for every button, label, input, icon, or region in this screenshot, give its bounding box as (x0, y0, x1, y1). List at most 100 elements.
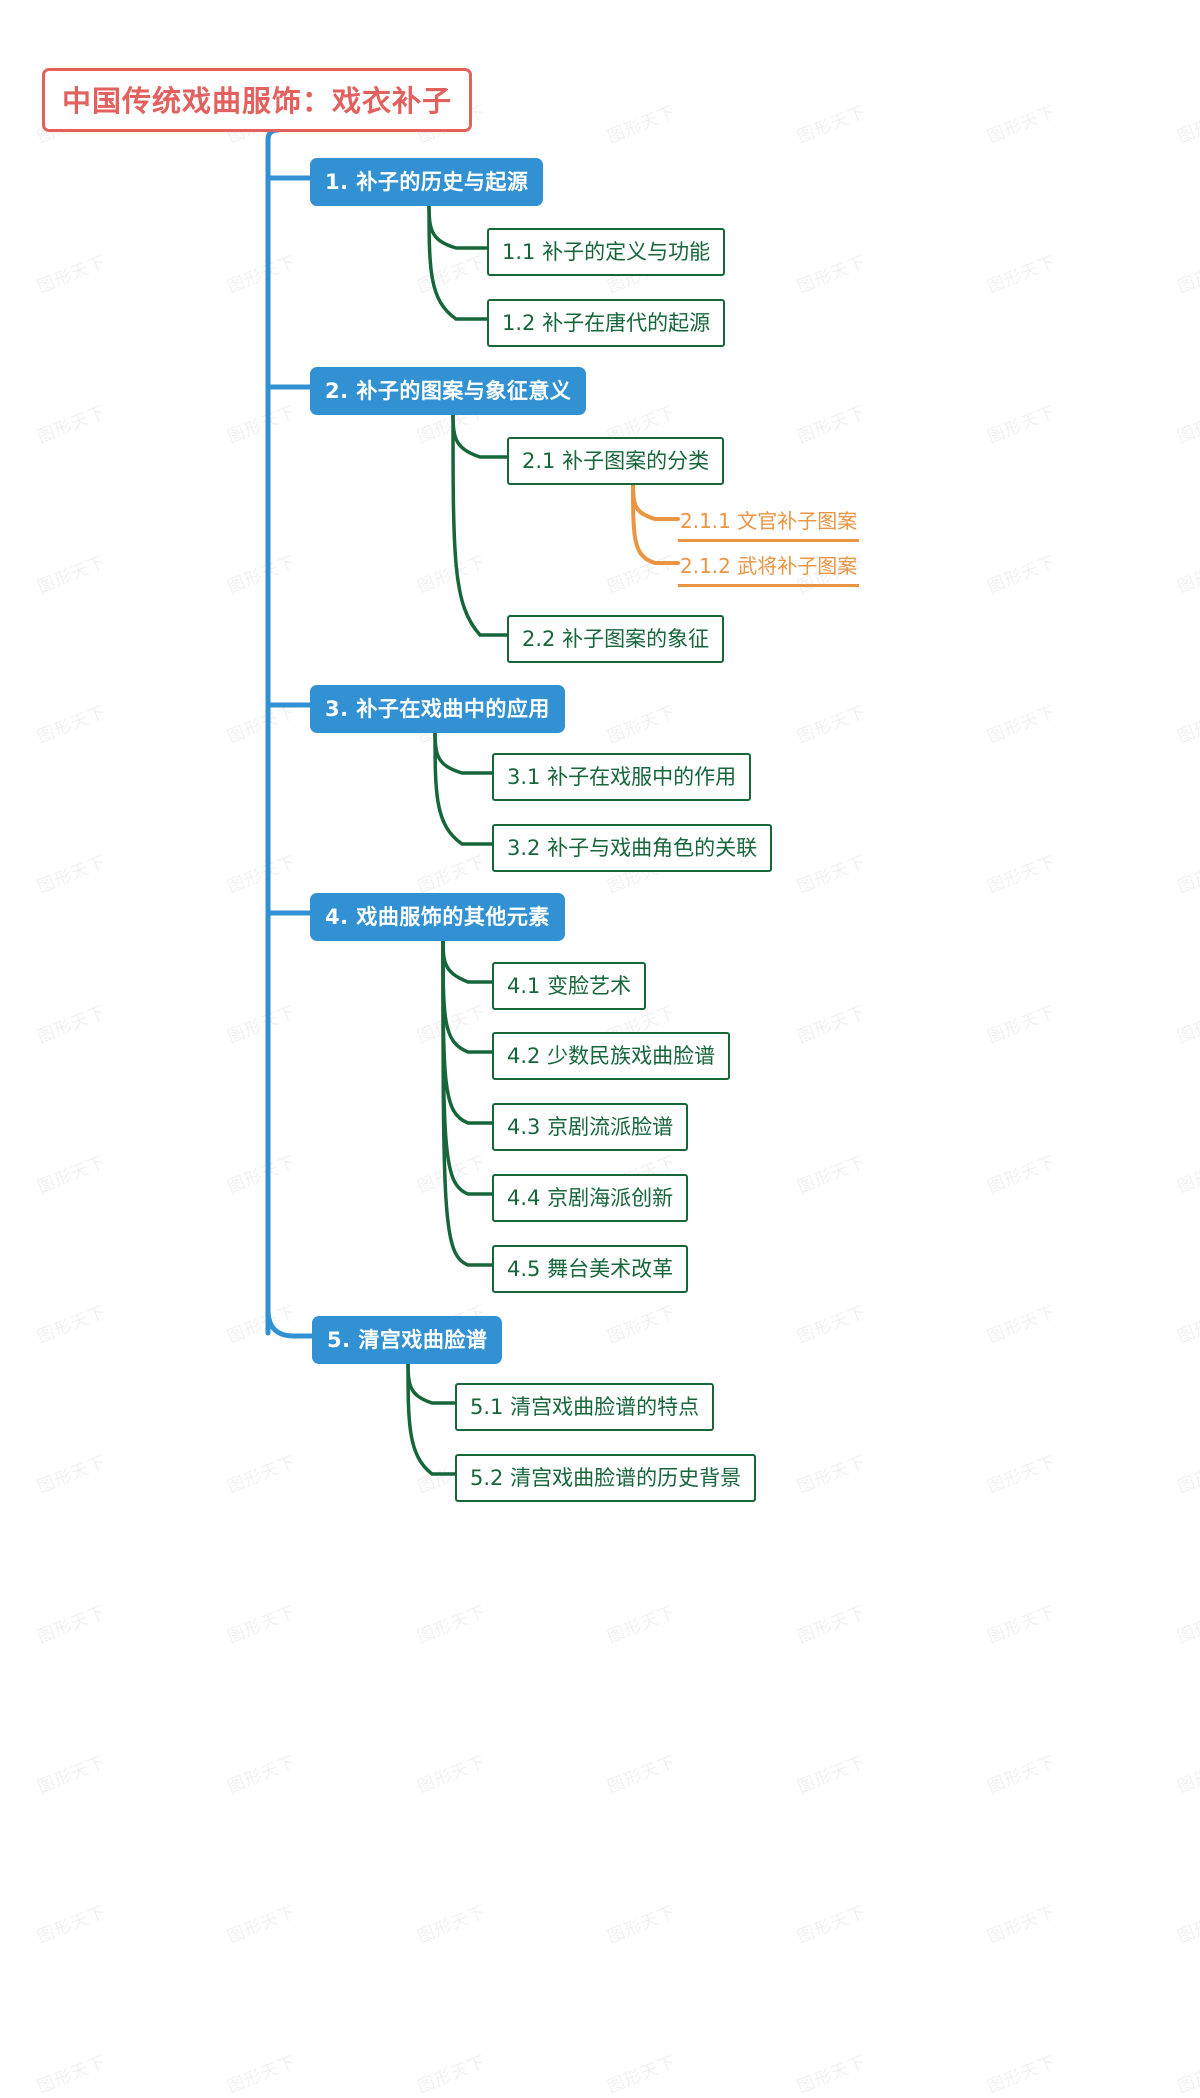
watermark-text: 图形天下 (414, 1152, 490, 1198)
branch-5-child-connectors (406, 1356, 457, 1476)
watermark-text: 图形天下 (224, 1602, 300, 1648)
watermark-text: 图形天下 (1174, 552, 1200, 598)
branch-node-2-label: 2. 补子的图案与象征意义 (325, 379, 572, 403)
watermark-text: 图形天下 (34, 1902, 110, 1948)
leaf-node-2-1-2[interactable]: 2.1.2 武将补子图案 (678, 548, 860, 587)
watermark-text: 图形天下 (34, 1152, 110, 1198)
branch-1-child-connectors (427, 198, 489, 321)
watermark-text: 图形天下 (604, 1602, 680, 1648)
child-node-3-1-label: 3.1 补子在戏服中的作用 (507, 765, 737, 789)
watermark-text: 图形天下 (224, 1152, 300, 1198)
child-node-4-1[interactable]: 4.1 变脸艺术 (492, 962, 647, 1010)
root-trunk-connector (265, 127, 281, 1336)
watermark-text: 图形天下 (34, 1752, 110, 1798)
watermark-text: 图形天下 (414, 252, 490, 298)
branch-node-2[interactable]: 2. 补子的图案与象征意义 (310, 367, 587, 415)
child-node-2-1[interactable]: 2.1 补子图案的分类 (507, 437, 725, 485)
child-node-5-1[interactable]: 5.1 清宫戏曲脸谱的特点 (455, 1383, 715, 1431)
watermark-text: 图形天下 (1174, 1602, 1200, 1648)
branch-node-1[interactable]: 1. 补子的历史与起源 (310, 158, 544, 206)
watermark-text: 图形天下 (604, 552, 680, 598)
child-node-1-2-label: 1.2 补子在唐代的起源 (502, 311, 711, 335)
watermark-text: 图形天下 (604, 2052, 680, 2098)
watermark-text: 图形天下 (34, 1602, 110, 1648)
watermark-text: 图形天下 (794, 1752, 870, 1798)
watermark-text: 图形天下 (34, 402, 110, 448)
watermark-text: 图形天下 (34, 1452, 110, 1498)
child-node-4-5[interactable]: 4.5 舞台美术改革 (492, 1245, 689, 1293)
watermark-text: 图形天下 (604, 702, 680, 748)
watermark-text: 图形天下 (224, 1902, 300, 1948)
child-node-1-1-label: 1.1 补子的定义与功能 (502, 240, 711, 264)
watermark-text: 图形天下 (34, 552, 110, 598)
child-node-4-1-label: 4.1 变脸艺术 (507, 974, 632, 998)
branch-2-child-connectors (451, 407, 509, 637)
watermark-text: 图形天下 (794, 702, 870, 748)
branch-node-5-label: 5. 清宫戏曲脸谱 (327, 1328, 488, 1352)
watermark-text: 图形天下 (414, 1002, 490, 1048)
child-node-1-2[interactable]: 1.2 补子在唐代的起源 (487, 299, 726, 347)
watermark-text: 图形天下 (1174, 1002, 1200, 1048)
watermark-text: 图形天下 (224, 1302, 300, 1348)
watermark-text: 图形天下 (1174, 252, 1200, 298)
child-node-4-2[interactable]: 4.2 少数民族戏曲脸谱 (492, 1032, 731, 1080)
watermark-text: 图形天下 (1174, 2052, 1200, 2098)
branch-node-3-label: 3. 补子在戏曲中的应用 (325, 697, 550, 721)
watermark-text: 图形天下 (984, 2052, 1060, 2098)
watermark-text: 图形天下 (984, 552, 1060, 598)
child-node-3-2-label: 3.2 补子与戏曲角色的关联 (507, 836, 758, 860)
leaf-node-2-1-1[interactable]: 2.1.1 文官补子图案 (678, 503, 860, 542)
child-node-3-2[interactable]: 3.2 补子与戏曲角色的关联 (492, 824, 773, 872)
watermark-text: 图形天下 (414, 1752, 490, 1798)
branch-node-3[interactable]: 3. 补子在戏曲中的应用 (310, 685, 565, 733)
watermark-text: 图形天下 (224, 852, 300, 898)
watermark-text: 图形天下 (34, 1302, 110, 1348)
watermark-text: 图形天下 (604, 1752, 680, 1798)
child-node-4-2-label: 4.2 少数民族戏曲脸谱 (507, 1044, 716, 1068)
branch-node-5[interactable]: 5. 清宫戏曲脸谱 (312, 1316, 503, 1364)
watermark-text: 图形天下 (224, 1752, 300, 1798)
watermark-text: 图形天下 (794, 852, 870, 898)
child-node-1-1[interactable]: 1.1 补子的定义与功能 (487, 228, 726, 276)
watermark-text: 图形天下 (1174, 102, 1200, 148)
watermark-text: 图形天下 (224, 402, 300, 448)
watermark-text: 图形天下 (414, 2052, 490, 2098)
watermark-text: 图形天下 (794, 1452, 870, 1498)
child-node-4-3-label: 4.3 京剧流派脸谱 (507, 1115, 674, 1139)
watermark-text: 图形天下 (984, 1602, 1060, 1648)
watermark-text: 图形天下 (984, 1302, 1060, 1348)
watermark-text: 图形天下 (1174, 402, 1200, 448)
watermark-text: 图形天下 (224, 702, 300, 748)
watermark-text: 图形天下 (794, 1302, 870, 1348)
watermark-text: 图形天下 (984, 102, 1060, 148)
root-node[interactable]: 中国传统戏曲服饰：戏衣补子 (42, 68, 473, 132)
root-node-label: 中国传统戏曲服饰：戏衣补子 (62, 84, 453, 118)
child-node-5-2[interactable]: 5.2 清宫戏曲脸谱的历史背景 (455, 1454, 757, 1502)
child-node-2-2[interactable]: 2.2 补子图案的象征 (507, 615, 725, 663)
child-node-2-2-label: 2.2 补子图案的象征 (522, 627, 710, 651)
branch-3-child-connectors (433, 725, 494, 846)
watermark-text: 图形天下 (794, 2052, 870, 2098)
watermark-text: 图形天下 (604, 1902, 680, 1948)
watermark-text: 图形天下 (794, 1902, 870, 1948)
watermark-text: 图形天下 (984, 1452, 1060, 1498)
watermark-text: 图形天下 (794, 1152, 870, 1198)
watermark-text: 图形天下 (414, 852, 490, 898)
watermark-text: 图形天下 (1174, 1752, 1200, 1798)
watermark-text: 图形天下 (794, 252, 870, 298)
branch-node-4-label: 4. 戏曲服饰的其他元素 (325, 905, 550, 929)
watermark-text: 图形天下 (224, 1002, 300, 1048)
watermark-text: 图形天下 (984, 1752, 1060, 1798)
watermark-text: 图形天下 (1174, 1302, 1200, 1348)
watermark-text: 图形天下 (984, 702, 1060, 748)
watermark-text: 图形天下 (1174, 1452, 1200, 1498)
watermark-text: 图形天下 (794, 102, 870, 148)
child-node-3-1[interactable]: 3.1 补子在戏服中的作用 (492, 753, 752, 801)
watermark-text: 图形天下 (604, 1302, 680, 1348)
child-node-4-3[interactable]: 4.3 京剧流派脸谱 (492, 1103, 689, 1151)
child-node-4-4[interactable]: 4.4 京剧海派创新 (492, 1174, 689, 1222)
branch-node-4[interactable]: 4. 戏曲服饰的其他元素 (310, 893, 565, 941)
watermark-text: 图形天下 (794, 1602, 870, 1648)
child-node-5-2-label: 5.2 清宫戏曲脸谱的历史背景 (470, 1466, 742, 1490)
leaf-node-2-1-1-label: 2.1.1 文官补子图案 (680, 509, 858, 533)
